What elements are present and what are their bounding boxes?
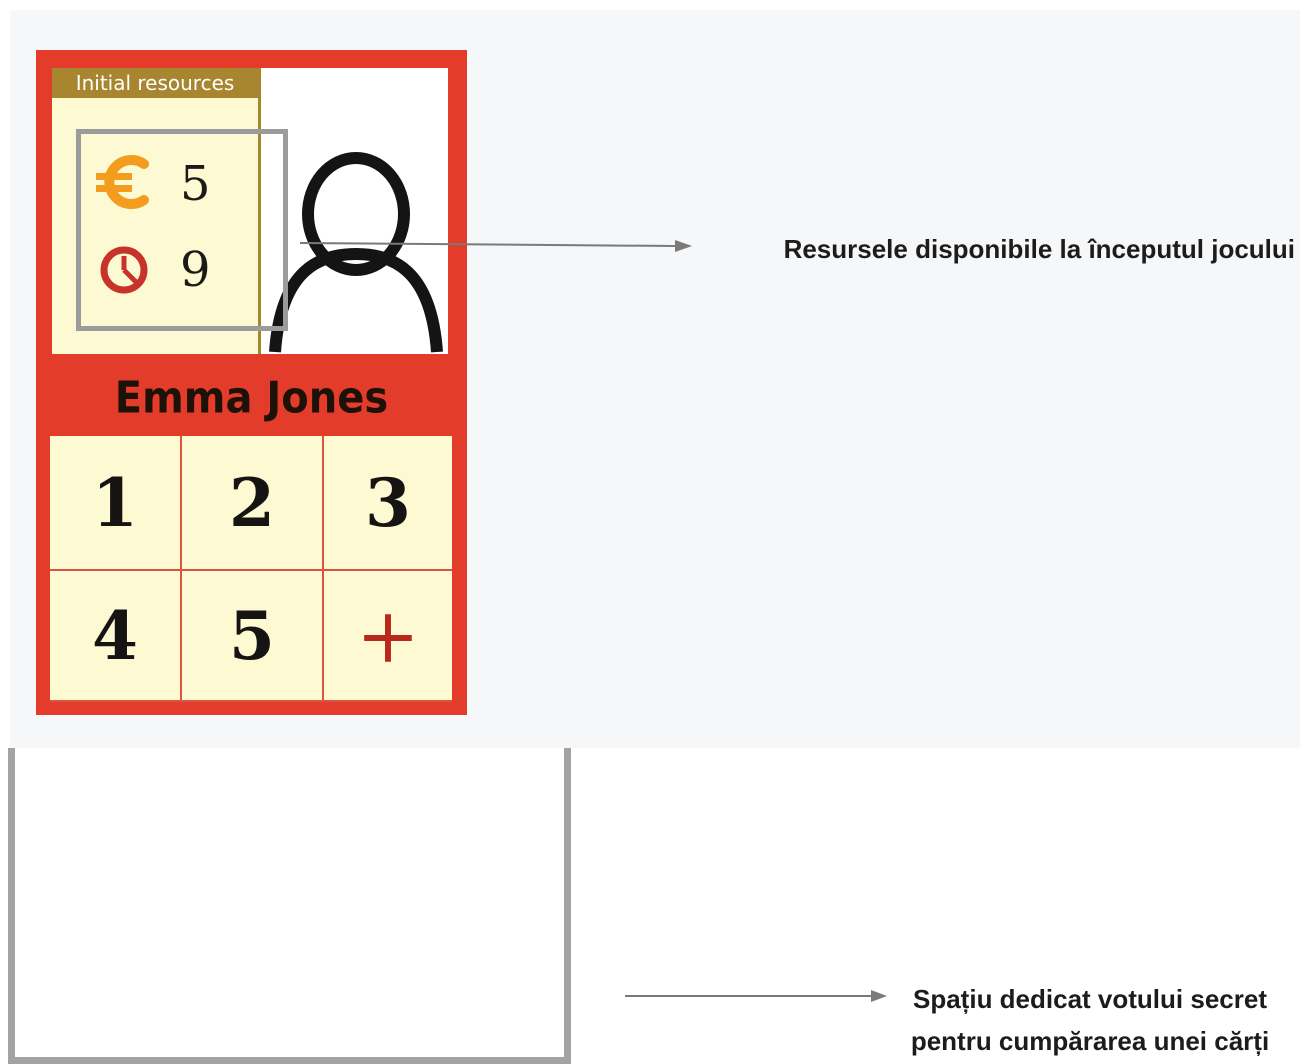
vote-annotation: Spațiu dedicat votului secret pentru cum…	[880, 978, 1300, 1062]
time-value: 9	[180, 242, 211, 298]
grid-cell-4[interactable]: 4	[50, 571, 180, 700]
resources-header: Initial resources	[52, 68, 258, 98]
grid-cell-1[interactable]: 1	[50, 436, 180, 569]
grid-cell-plus[interactable]: +	[324, 571, 452, 700]
vote-annotation-line2: pentru cumpărarea unei cărți	[910, 1026, 1270, 1056]
vote-annotation-line1: Spațiu dedicat votului secret	[913, 984, 1267, 1014]
euro-icon	[94, 154, 154, 214]
grid-cell-5[interactable]: 5	[182, 571, 322, 700]
resources-annotation: Resursele disponibile la începutul jocul…	[783, 234, 1295, 264]
resource-row-time: 9	[94, 240, 244, 300]
clock-icon	[94, 240, 154, 304]
vote-number-grid: 1 2 3 4 5 +	[50, 436, 452, 702]
resources-panel	[52, 68, 258, 354]
player-name: Emma Jones	[114, 372, 389, 424]
vote-arrow	[625, 990, 887, 1002]
money-value: 5	[180, 156, 211, 212]
resources-arrow	[300, 240, 692, 252]
person-icon	[269, 152, 443, 353]
grid-cell-2[interactable]: 2	[182, 436, 322, 569]
secret-vote-area[interactable]	[8, 748, 571, 1064]
resources-highlight-box	[76, 129, 288, 331]
resource-row-money: 5	[94, 154, 244, 214]
player-portrait	[258, 68, 448, 354]
grid-cell-3[interactable]: 3	[324, 436, 452, 569]
